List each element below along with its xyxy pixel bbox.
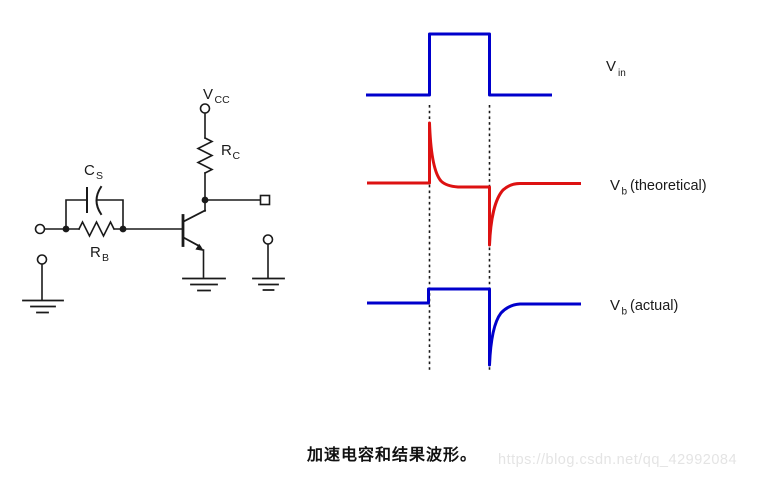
wire-cap-branch <box>65 199 124 230</box>
label-rb: R <box>90 244 101 261</box>
waveform-vb-actual <box>367 287 581 367</box>
circuit-diagram <box>22 112 285 314</box>
timing-markers <box>428 105 491 372</box>
label-vb-actual-suffix: (actual) <box>630 298 678 314</box>
label-vin: V <box>606 58 616 75</box>
capacitor-cs-plate-right <box>95 185 103 216</box>
terminal-output <box>259 194 271 206</box>
figure-caption: 加速电容和结果波形。 <box>306 447 477 464</box>
ground-left <box>22 299 64 314</box>
terminal-left-ground <box>36 254 48 265</box>
label-vcc: V <box>203 86 213 103</box>
node-dot-input <box>62 225 70 233</box>
waveform-labels: V in V b (theoretical) V b (actual) <box>606 58 707 318</box>
label-rc: R <box>221 142 232 159</box>
watermark-text: https://blog.csdn.net/qq_42992084 <box>498 452 738 468</box>
wire-collector <box>204 112 261 212</box>
ground-right <box>252 277 285 291</box>
label-rc-sub: C <box>233 150 241 162</box>
label-vb-theoretical: V <box>610 177 620 194</box>
terminals <box>34 103 274 265</box>
waveform-vb-theoretical <box>367 121 581 247</box>
node-dot-base <box>119 225 127 233</box>
waveform-traces <box>366 32 581 367</box>
waveform-vin <box>366 32 552 97</box>
resistor-rc <box>196 136 214 175</box>
label-vb-actual: V <box>610 297 620 314</box>
label-rb-sub: B <box>102 252 109 264</box>
emitter-arrowhead <box>195 243 204 251</box>
circuit-labels: C S R B R C V CC <box>84 86 241 264</box>
label-vcc-sub: CC <box>215 94 231 106</box>
label-vb-theoretical-sub: b <box>622 187 628 198</box>
terminal-right-ground <box>262 234 274 245</box>
label-vb-actual-sub: b <box>622 307 628 318</box>
resistor-rb <box>77 220 116 238</box>
terminal-input <box>34 223 46 235</box>
junction-dots <box>62 196 209 251</box>
label-vin-sub: in <box>618 68 626 79</box>
label-cs-sub: S <box>96 170 103 182</box>
label-cs: C <box>84 162 95 179</box>
terminal-vcc <box>199 103 211 114</box>
label-vb-theoretical-suffix: (theoretical) <box>630 178 707 194</box>
node-dot-collector <box>201 196 209 204</box>
ground-emitter <box>182 277 226 292</box>
npn-transistor-collector-lead <box>182 209 207 223</box>
npn-transistor-emitter-lead <box>182 236 202 248</box>
